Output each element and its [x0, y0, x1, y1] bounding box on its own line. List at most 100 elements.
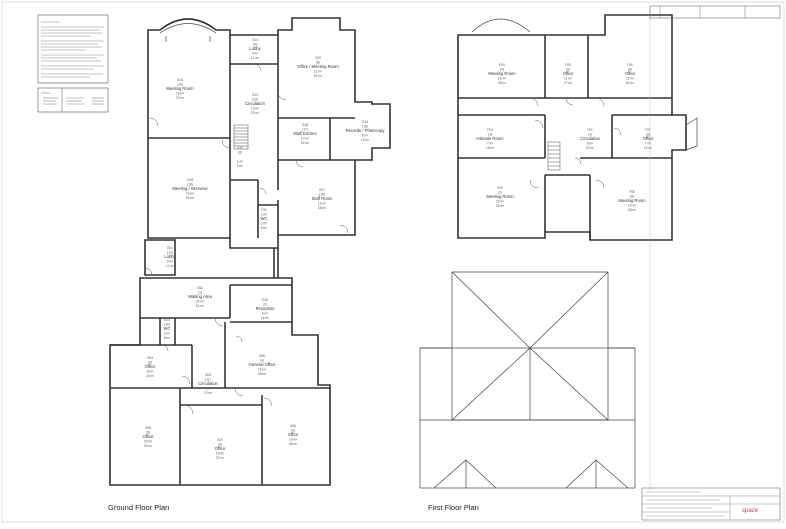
room-num: (2) [498, 191, 502, 195]
room-area: 7 m² [487, 142, 493, 146]
room-name: Office [643, 136, 655, 141]
room-code: F07 [645, 128, 651, 132]
notes-panel [37, 14, 109, 84]
room-name: Meeting Room [618, 198, 646, 203]
room-num: (3) [148, 361, 152, 365]
room-area: 16 m² [498, 77, 506, 81]
room-area2: 50 m² [186, 196, 194, 200]
room-area2: 37 m² [216, 456, 224, 460]
room-name: Meeting Room [488, 71, 516, 76]
room-num: (1) [198, 291, 202, 295]
room-area: 16 m² [258, 368, 266, 372]
room-name: Meeting Room [166, 86, 194, 91]
room-num: (5) [566, 68, 570, 72]
room-area: 19 m² [216, 452, 224, 456]
room-area: 29 m² [176, 92, 184, 96]
room-num: (10) [177, 83, 183, 87]
room-name: Intimate Room [476, 136, 504, 141]
room-code: F08 [629, 190, 635, 194]
room-area: 10 m² [301, 137, 309, 141]
room-code: F01 [587, 128, 593, 132]
room-name: Lobby [164, 254, 176, 259]
room-area2: 60 m² [626, 81, 634, 85]
room-area: 13 m² [251, 107, 259, 111]
room-area2: 76 m² [176, 96, 184, 100]
room-area: 2 m² [261, 222, 267, 226]
room-area: 24 m² [196, 300, 204, 304]
room-num: (1) [588, 133, 592, 137]
room-name: Staff Room [312, 196, 333, 201]
room-area: 6 m² [262, 312, 268, 316]
title-block: space [641, 5, 781, 521]
roof-plan [419, 271, 636, 489]
room-name: Records / Photocopy [346, 128, 386, 133]
room-num: (3) [488, 133, 492, 137]
room-area: 19 m² [289, 438, 297, 442]
room-num: (4) [260, 359, 264, 363]
room-area2: 22 m² [301, 141, 309, 145]
room-area: 14 m² [318, 202, 326, 206]
room-area2: 19 m² [644, 146, 652, 150]
room-code: G18 [302, 123, 308, 127]
room-code: F05 [565, 63, 571, 67]
room-num: (6) [238, 151, 242, 155]
room-num: (10) [261, 213, 267, 217]
room-name: Office [143, 434, 155, 439]
room-num: (6) [646, 133, 650, 137]
ground-floor-title: Ground Floor Plan [108, 503, 169, 512]
room-num: (16) [319, 193, 325, 197]
room-area: 23 m² [144, 440, 152, 444]
room-name: WC [261, 216, 268, 221]
room-code: G02 [197, 286, 203, 290]
room-area2: 5 m² [261, 226, 267, 230]
room-num: (4) [218, 443, 222, 447]
room-code: G03 [164, 318, 170, 322]
room-name: Office [625, 71, 637, 76]
room-code: G06 [290, 424, 296, 428]
logo-text: space [742, 508, 759, 514]
room-code: G08 [145, 426, 151, 430]
room-num: (8) [630, 195, 634, 199]
room-code: G04 [147, 356, 153, 360]
room-code: G07 [217, 438, 223, 442]
first-floor-title: First Floor Plan [428, 503, 479, 512]
room-area: 15 m² [628, 204, 636, 208]
room-area: 8 m² [587, 142, 593, 146]
room-code: F06 [627, 63, 633, 67]
room-area: 8 m² [147, 370, 153, 374]
room-area2: 13 m² [361, 138, 369, 142]
room-area2: 64 m² [314, 74, 322, 78]
room-num: (15) [164, 323, 170, 327]
ground-room-g14: G03(15)WC3 m²8 m² [164, 318, 171, 340]
room-num: (11) [205, 378, 210, 382]
room-area2: 11 m² [251, 56, 259, 60]
room-area: 4 m² [252, 52, 258, 56]
room-name: Office [145, 364, 157, 369]
room-name: Office [215, 446, 227, 451]
room-area: 5 m² [167, 260, 173, 264]
room-area: 7 m² [205, 387, 211, 391]
room-code: F04 [499, 63, 505, 67]
room-code: G12 [237, 146, 243, 150]
room-num: (5) [146, 431, 150, 435]
room-name: Meeting Room [486, 194, 514, 199]
room-area2: 29 m² [251, 111, 259, 115]
room-code: G08 [187, 178, 193, 182]
room-name: Reception [256, 306, 276, 311]
room-name: Lobby [249, 46, 261, 51]
room-code: G14 [252, 38, 258, 42]
room-name: Office [288, 432, 300, 437]
